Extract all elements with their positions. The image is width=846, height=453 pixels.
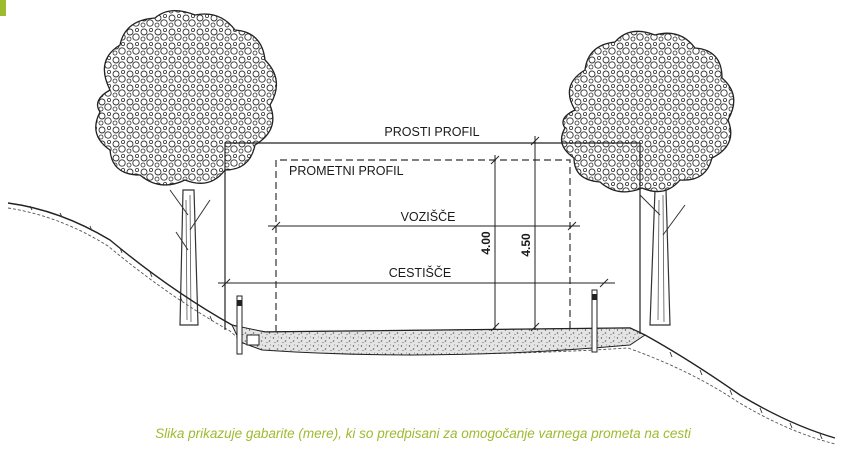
accent-bar <box>0 0 6 16</box>
dimension-400-label: 4.00 <box>479 231 493 255</box>
prosti-profil-label: PROSTI PROFIL <box>384 125 479 139</box>
prometni-profil-label: PROMETNI PROFIL <box>289 164 404 178</box>
vozisce-dimension-line <box>268 221 580 231</box>
cestisce-label: CESTIŠČE <box>389 265 452 280</box>
ground-profile <box>7 202 836 445</box>
left-post <box>236 295 243 355</box>
left-tree <box>95 10 277 326</box>
figure-caption: Slika prikazuje gabarite (mere), ki so p… <box>155 426 691 441</box>
right-tree <box>560 30 735 326</box>
drain-box <box>246 334 260 346</box>
right-post <box>591 289 598 353</box>
dimension-450-line <box>530 136 540 332</box>
prometni-profil-box <box>275 159 571 332</box>
cestisce-dimension-line <box>218 278 615 288</box>
dimension-400-line <box>490 155 500 332</box>
dimension-450-label: 4.50 <box>519 233 533 257</box>
prosti-profil-box <box>224 142 641 334</box>
vozisce-label: VOZIŠČE <box>401 209 456 224</box>
